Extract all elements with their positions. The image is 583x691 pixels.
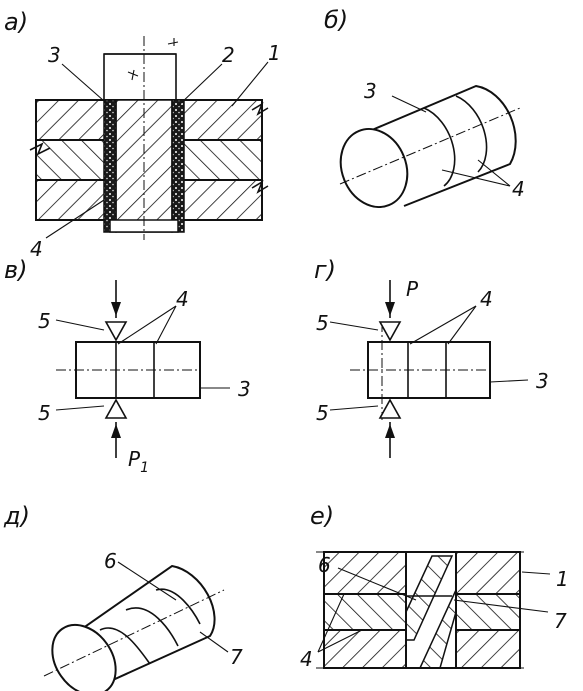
leader-6e — [337, 567, 417, 601]
label-7d: 7 — [230, 645, 243, 669]
label-4: 4 — [30, 237, 43, 261]
support-top-v — [104, 321, 128, 342]
label-p: P — [406, 277, 419, 301]
label-3: 3 — [48, 43, 61, 67]
label-4v: 4 — [176, 287, 189, 311]
view-v: в) 5 5 4 3 P1 — [4, 256, 251, 476]
leader-4e-2 — [317, 593, 345, 653]
section-label-e: е) — [310, 502, 334, 530]
leader-3g — [489, 379, 529, 383]
label-2: 2 — [222, 43, 235, 67]
label-5-bottom-v: 5 — [38, 401, 51, 425]
arrowhead — [111, 302, 121, 316]
cylinder-end — [339, 128, 409, 208]
label-1e: 1 — [556, 567, 569, 591]
section-label-g: г) — [314, 256, 336, 284]
label-7e: 7 — [554, 609, 567, 633]
label-4g: 4 — [480, 287, 493, 311]
label-6e: 6 — [318, 553, 331, 577]
leader-4b-2 — [477, 159, 511, 187]
label-5-top-v: 5 — [38, 309, 51, 333]
leader-7e — [453, 599, 549, 613]
abrasive-layer-left — [103, 99, 117, 233]
label-3b: 3 — [364, 79, 377, 103]
label-4e: 4 — [300, 647, 313, 671]
section-label-d: д) — [3, 502, 30, 530]
leader-4g-1 — [409, 305, 477, 345]
leader-5-top-v — [55, 319, 105, 331]
force-symbol: P — [128, 447, 141, 471]
leader-4e-1 — [317, 629, 363, 653]
cylinder-end-d — [51, 623, 117, 691]
label-p1: P1 — [128, 447, 149, 476]
leader-5-top-g — [329, 321, 379, 331]
label-3v: 3 — [238, 377, 251, 401]
leader-3 — [61, 63, 113, 109]
section-label-b: б) — [324, 6, 348, 34]
section-label-a: а) — [4, 8, 28, 36]
break-mark — [251, 102, 269, 116]
leader-2 — [177, 63, 223, 107]
view-d: д) 6 7 — [3, 502, 243, 691]
label-6d: 6 — [104, 549, 117, 573]
section-label-v: в) — [4, 256, 28, 284]
support-bottom-v — [104, 398, 128, 419]
leader-4v-2 — [155, 305, 177, 345]
leader-4g-2 — [447, 305, 477, 345]
plate-mid-right — [455, 593, 521, 631]
view-b: б) 3 4 — [324, 6, 525, 208]
break-mark — [251, 180, 269, 194]
break-mark — [29, 142, 51, 156]
plate-top-right — [455, 551, 521, 595]
helix-groove-2 — [125, 607, 179, 647]
label-4b: 4 — [512, 177, 525, 201]
force-subscript: 1 — [140, 460, 149, 476]
label-1: 1 — [268, 41, 281, 65]
leader-1 — [231, 61, 269, 107]
abrasive-layer-right — [171, 99, 185, 233]
leader-3b — [391, 95, 427, 113]
arrowhead — [385, 302, 395, 316]
leader-7d — [199, 631, 229, 653]
rotation-mark — [167, 38, 179, 46]
plate-bottom-left — [323, 629, 407, 669]
pin-shank — [103, 53, 177, 100]
leader-5-bottom-g — [329, 405, 379, 411]
ring-1 — [423, 107, 456, 187]
view-g: г) 5 5 4 3 P — [314, 256, 549, 458]
plate-top-left — [323, 551, 407, 595]
support-bottom-g — [378, 398, 402, 419]
view-e: е) 6 1 7 4 — [300, 502, 569, 671]
helix-groove-1 — [99, 627, 151, 665]
label-5-bottom-g: 5 — [316, 401, 329, 425]
helix-groove-3 — [155, 588, 201, 625]
leader-5-bottom-v — [55, 405, 105, 411]
helix-band-e — [405, 555, 454, 641]
leader-4b-1 — [441, 169, 511, 187]
axis-b — [339, 107, 521, 185]
arrowhead — [111, 424, 121, 438]
view-a: а) 3 2 1 4 — [4, 8, 281, 261]
pin-mark — [127, 69, 139, 81]
support-top-g — [378, 321, 402, 342]
axis-d — [43, 589, 225, 677]
arrowhead — [385, 424, 395, 438]
label-5-top-g: 5 — [316, 311, 329, 335]
leader-1e — [521, 571, 551, 575]
leader-4v-1 — [117, 305, 177, 345]
plate-mid-left — [323, 593, 407, 631]
leader-4 — [45, 199, 105, 239]
label-3g: 3 — [536, 369, 549, 393]
plate-bottom-right — [455, 629, 521, 669]
leader-6d — [117, 561, 177, 601]
